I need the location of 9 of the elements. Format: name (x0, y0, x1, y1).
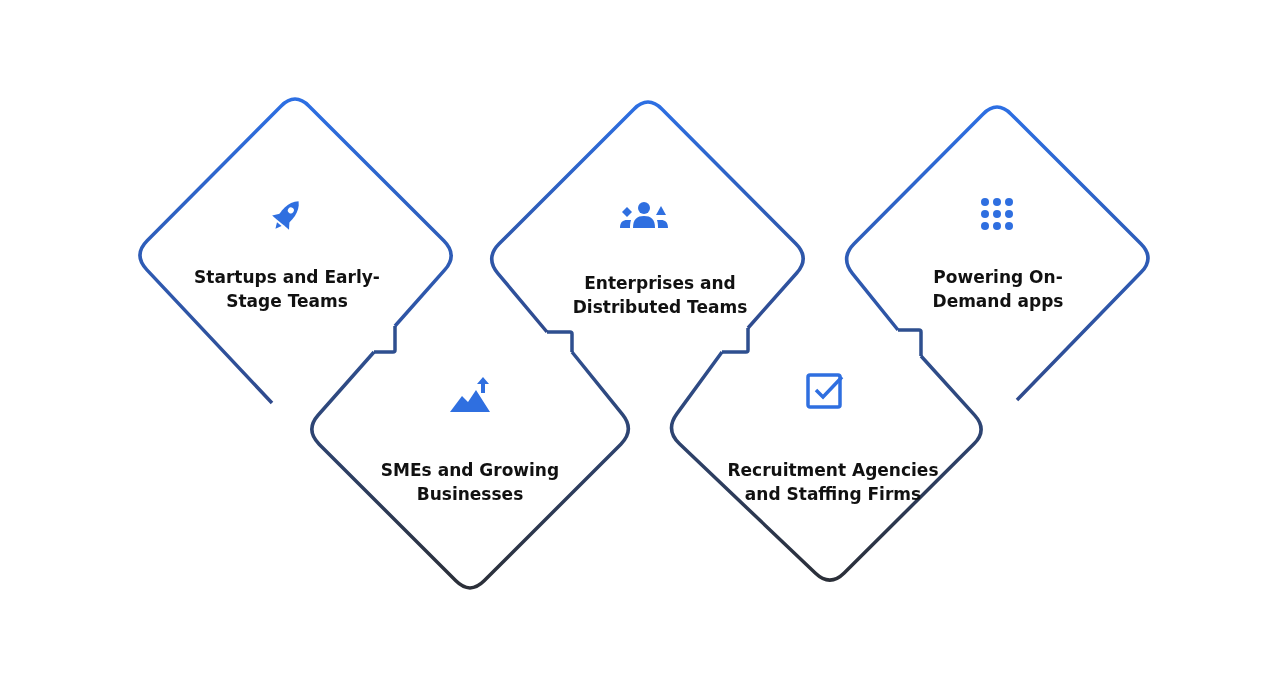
node-label: SMEs and Growing Businesses (379, 459, 561, 506)
node-label: Startups and Early-Stage Teams (193, 266, 381, 313)
node-label: Recruitment Agencies and Staffing Firms (726, 459, 940, 506)
connector-line (374, 326, 397, 354)
connector-line (547, 330, 574, 352)
node-label: Enterprises and Distributed Teams (571, 272, 749, 319)
connector-line (898, 328, 923, 356)
connector-line (722, 328, 750, 354)
node-label: Powering On-Demand apps (931, 266, 1065, 313)
